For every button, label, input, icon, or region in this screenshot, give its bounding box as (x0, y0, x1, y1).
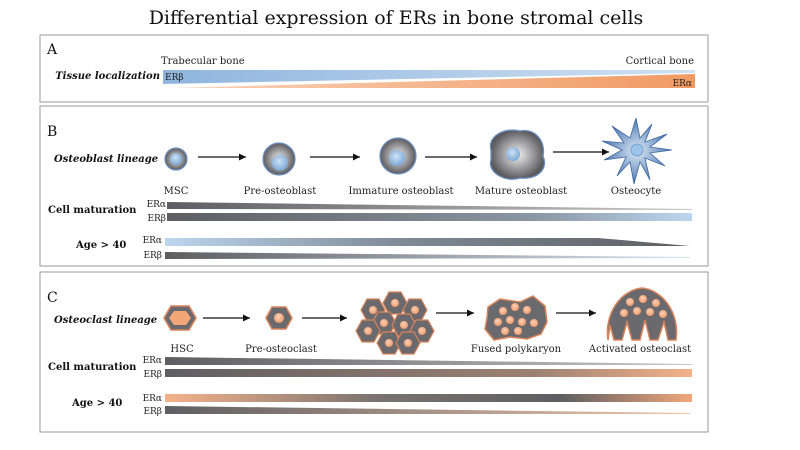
fusing-cell-cluster (355, 291, 435, 355)
immature-osteoblast-cell (379, 137, 417, 175)
erb-maturation-bar-b (167, 213, 692, 221)
diagram-title: Differential expression of ERs in bone s… (149, 7, 644, 29)
panel-c-letter: C (47, 290, 58, 306)
panel-b-letter: B (47, 124, 57, 140)
stage-label-pre-osteoblast: Pre-osteoblast (244, 186, 317, 197)
era-maturation-bar-c (165, 357, 692, 365)
stage-label-fused-polykaryon: Fused polykaryon (471, 344, 562, 355)
trabecular-bone-label: Trabecular bone (161, 56, 245, 67)
pre-osteoclast-cell (265, 306, 293, 330)
era-label-b-age: ERα (143, 236, 162, 246)
mature-osteoblast-cell (489, 129, 546, 180)
stage-label-msc: MSC (164, 186, 189, 197)
osteoblast-lineage-label: Osteoblast lineage (54, 154, 158, 165)
era-label-c-age: ERα (143, 394, 162, 404)
erb-label-b-maturation: ERβ (147, 214, 166, 224)
panel-a-frame (39, 34, 709, 103)
erb-label-c-age: ERβ (143, 407, 162, 417)
panel-b-frame (39, 105, 709, 267)
stage-label-hsc: HSC (170, 344, 194, 355)
cortical-bone-label: Cortical bone (626, 56, 694, 67)
erb-age-bar-b (165, 252, 690, 259)
osteoclast-lineage-label: Osteoclast lineage (54, 315, 157, 326)
stage-label-immature-osteoblast: Immature osteoblast (348, 186, 453, 197)
stage-label-mature-osteoblast: Mature osteoblast (475, 186, 567, 197)
msc-cell (164, 147, 188, 171)
age-label-c: Age > 40 (71, 398, 122, 409)
era-tissue-wedge (170, 74, 695, 88)
era-age-bar-b (165, 238, 690, 246)
era-label-b-maturation: ERα (147, 200, 166, 210)
stage-label-osteocyte: Osteocyte (611, 186, 662, 197)
age-label-b: Age > 40 (75, 240, 126, 251)
erb-age-bar-c (165, 406, 690, 414)
erb-label-c-maturation: ERβ (143, 370, 162, 380)
hsc-cell (163, 305, 197, 331)
panel-a-letter: A (46, 42, 58, 58)
activated-osteoclast-cell (606, 287, 678, 341)
era-maturation-bar-b (167, 202, 692, 210)
era-tissue-label: ERα (673, 79, 692, 89)
era-age-bar-c (165, 394, 692, 402)
erb-tissue-label: ERβ (165, 73, 184, 83)
osteocyte-cell (601, 117, 673, 185)
stage-label-pre-osteoclast: Pre-osteoclast (245, 344, 317, 355)
fused-polykaryon-cell (484, 295, 548, 341)
erb-label-b-age: ERβ (143, 251, 162, 261)
era-label-c-maturation: ERα (143, 356, 162, 366)
erb-tissue-wedge (163, 70, 695, 84)
panel-c-frame (39, 271, 709, 433)
erb-maturation-bar-c (165, 369, 692, 377)
tissue-localization-label: Tissue localization (55, 71, 160, 82)
stage-label-activated-osteoclast: Activated osteoclast (588, 344, 691, 355)
cell-maturation-label-b: Cell maturation (48, 205, 137, 216)
pre-osteoblast-cell (262, 142, 296, 176)
cell-maturation-label-c: Cell maturation (48, 362, 137, 373)
